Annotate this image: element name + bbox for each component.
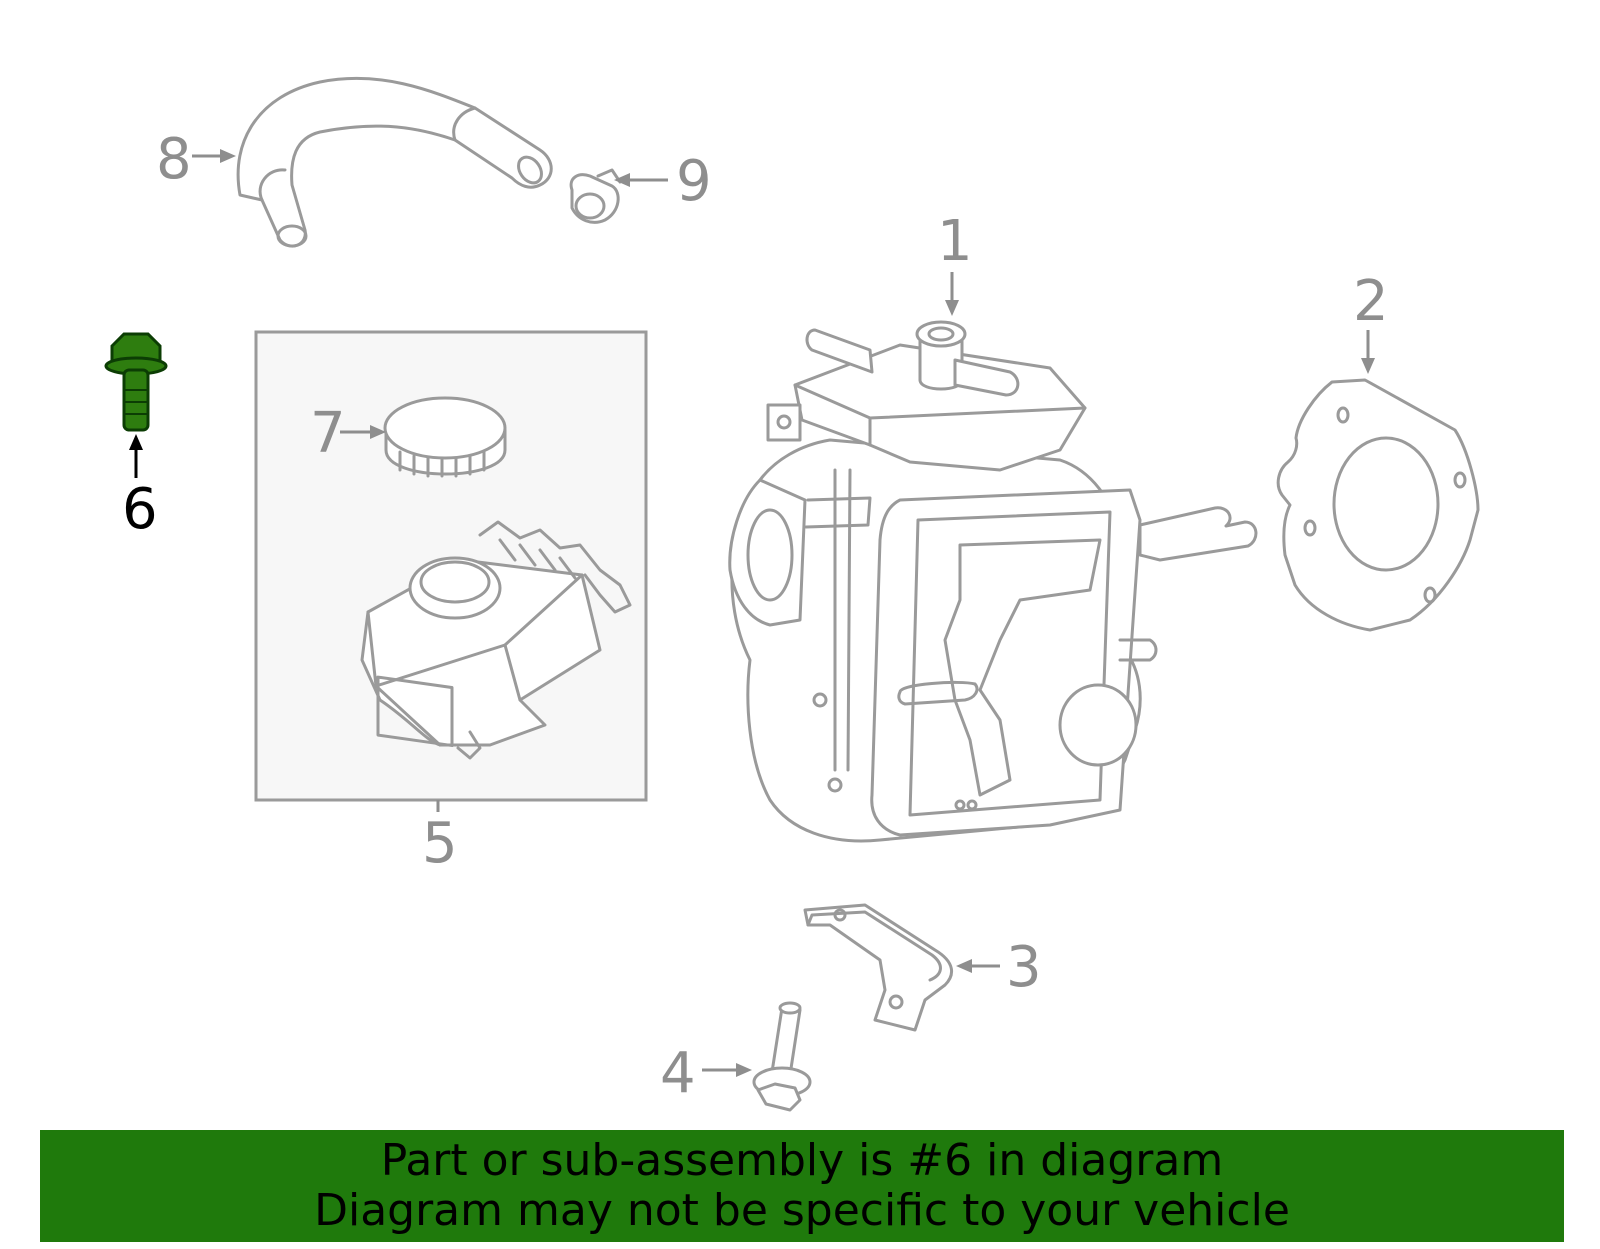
info-banner: Part or sub-assembly is #6 in diagram Di… — [40, 1130, 1564, 1242]
callout-2: 2 — [1353, 269, 1389, 334]
callout-1: 1 — [937, 209, 973, 274]
leader-9 — [614, 173, 668, 187]
callout-4: 4 — [660, 1041, 696, 1106]
part-3-bracket[interactable] — [803, 903, 954, 1032]
banner-line-2: Diagram may not be specific to your vehi… — [314, 1185, 1290, 1236]
part-4-bolt[interactable] — [752, 1001, 812, 1112]
banner-line-1: Part or sub-assembly is #6 in diagram — [380, 1135, 1224, 1186]
part-7-cap[interactable] — [383, 396, 507, 478]
part-5-reservoir[interactable] — [360, 520, 632, 760]
callout-3: 3 — [1006, 935, 1042, 1000]
leader-2 — [1361, 330, 1375, 374]
leader-4 — [702, 1063, 752, 1077]
leader-7 — [340, 425, 386, 439]
part-6-bolt[interactable] — [104, 332, 168, 432]
part-1-booster-assembly[interactable] — [728, 320, 1258, 843]
callout-8: 8 — [156, 127, 192, 192]
part-8-hose[interactable] — [236, 76, 553, 248]
callout-7: 7 — [310, 401, 346, 466]
callout-6: 6 — [122, 477, 158, 542]
leader-8 — [192, 149, 236, 163]
callout-9: 9 — [676, 149, 712, 214]
callout-5: 5 — [422, 811, 458, 876]
leader-6 — [129, 434, 143, 478]
leader-3 — [956, 959, 1000, 973]
part-2-gasket[interactable] — [1276, 378, 1480, 632]
part-9-clamp[interactable] — [569, 168, 622, 224]
leader-1 — [945, 272, 959, 316]
